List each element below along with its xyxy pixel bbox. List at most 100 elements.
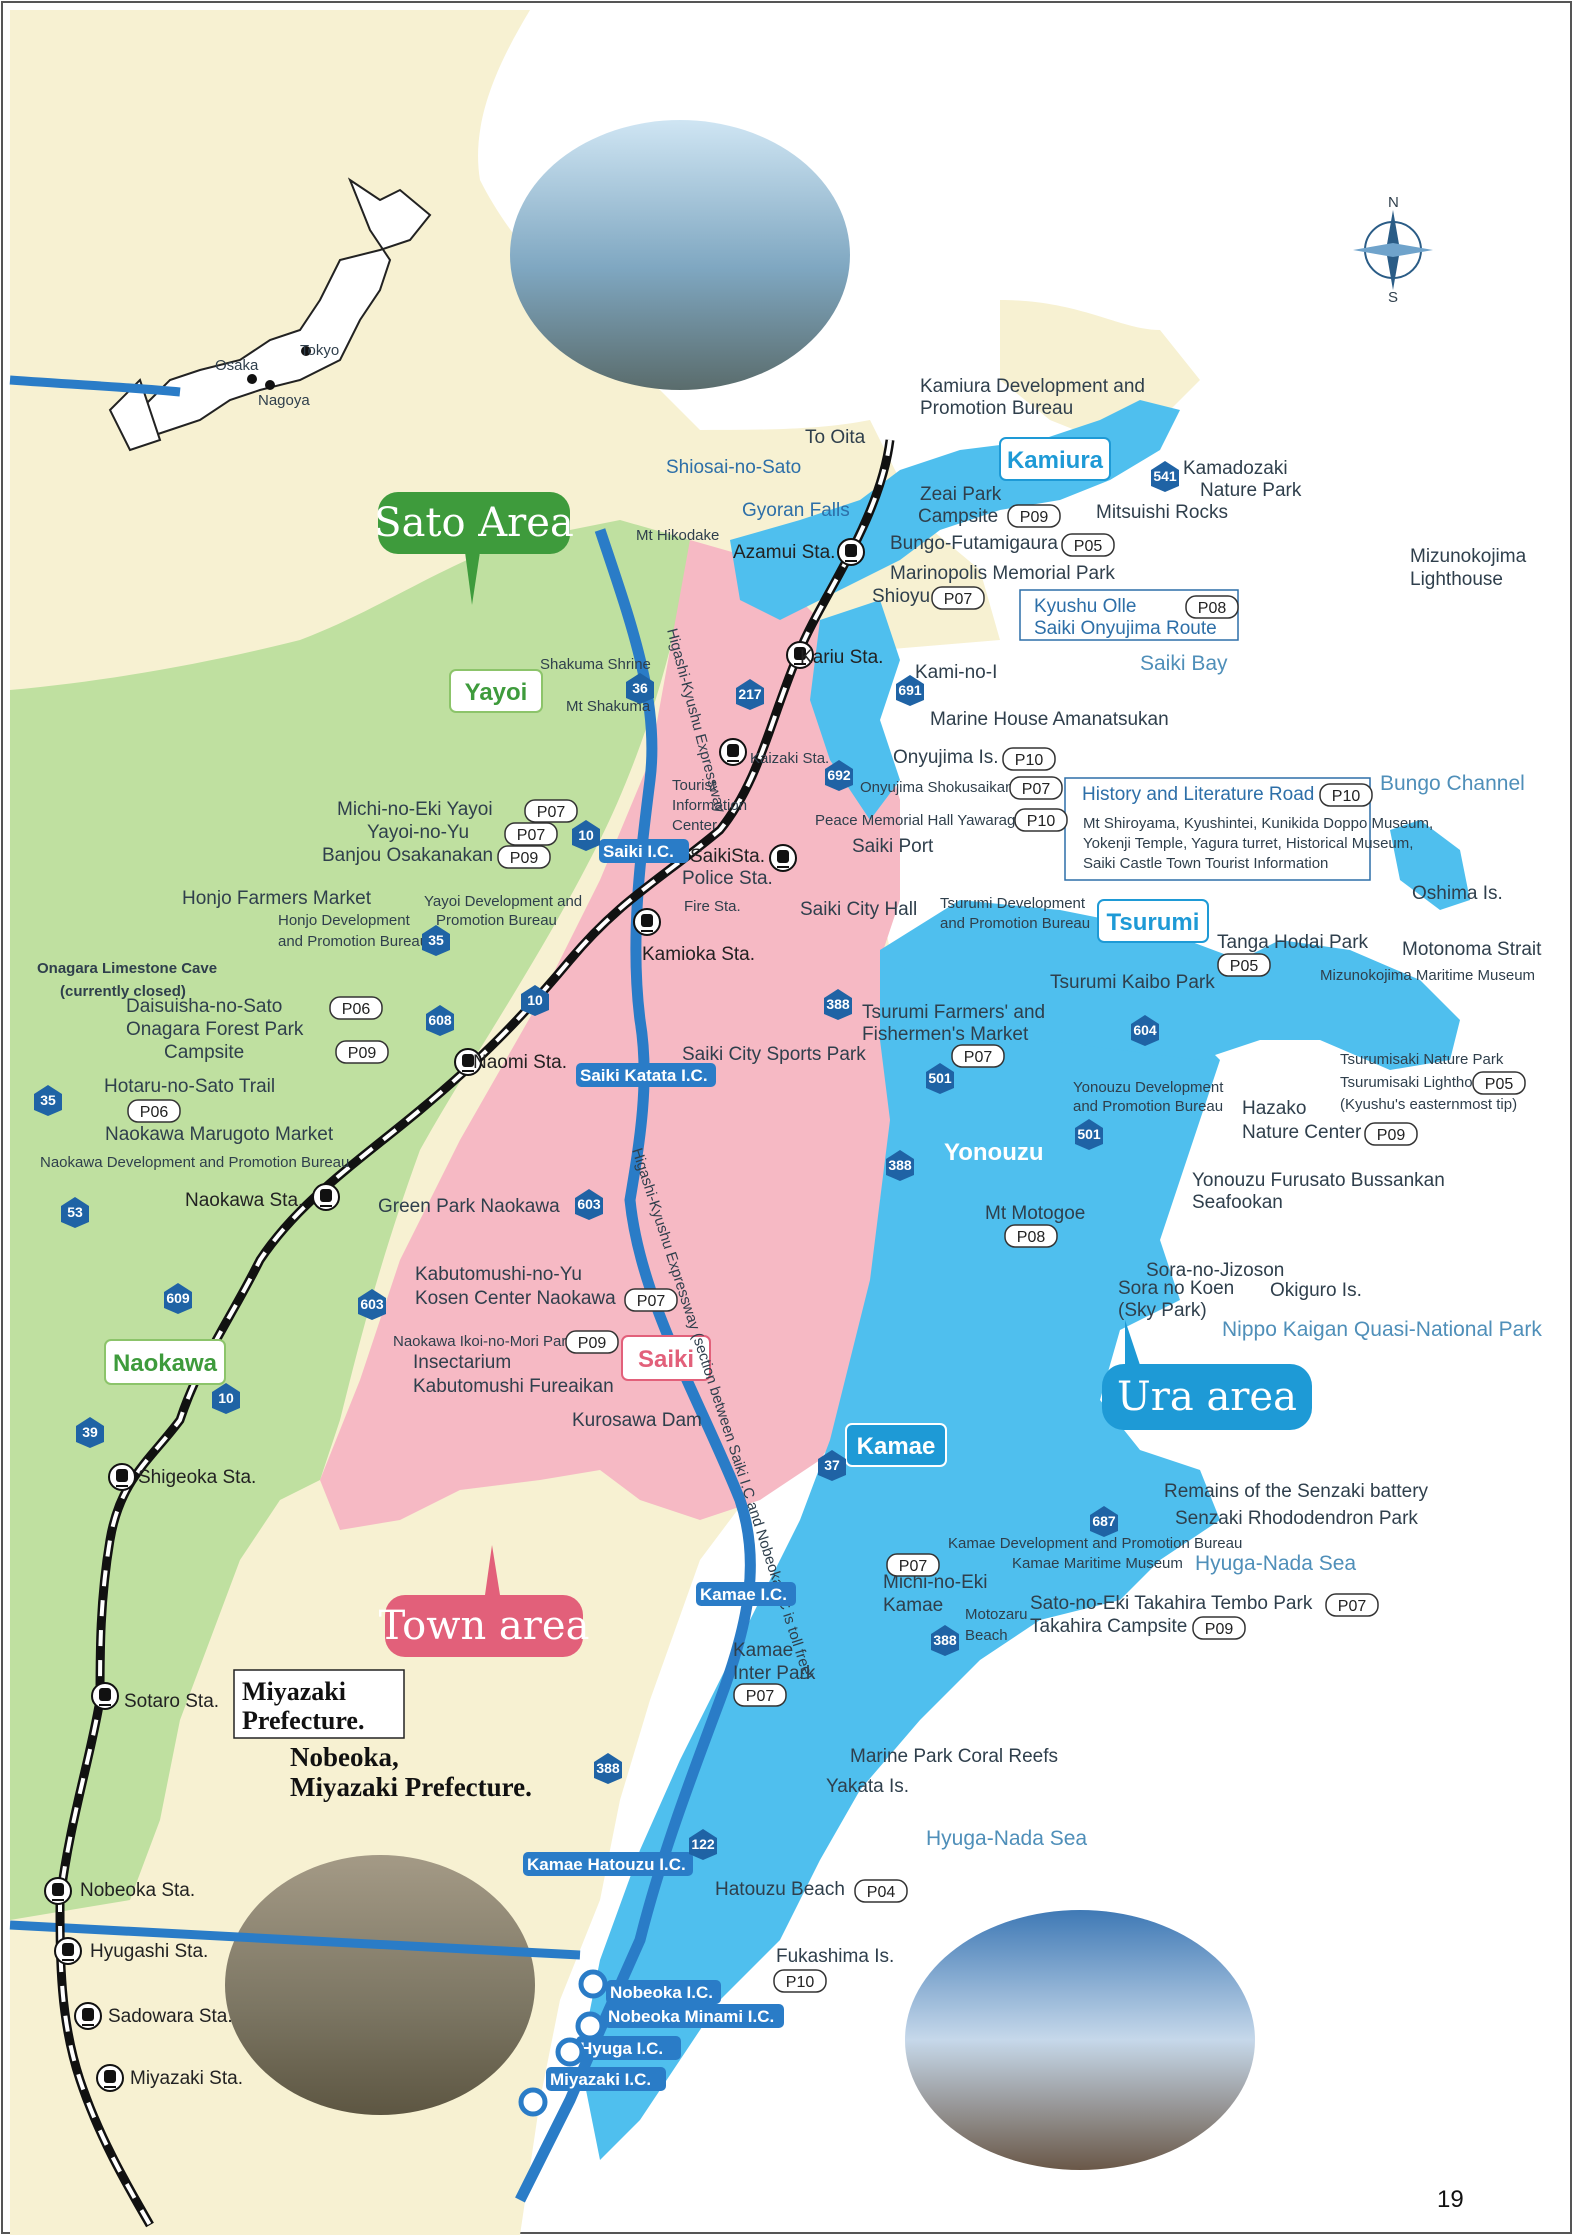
page-ref-takahira-tembo[interactable]: P07	[1325, 1593, 1379, 1617]
label-to-oita: To Oita	[805, 427, 866, 448]
page-ref-banjou[interactable]: P09	[497, 845, 551, 869]
page-ref-mt-motogoe[interactable]: P08	[1004, 1224, 1058, 1248]
history-literature-box: History and Literature Road Mt Shiroyama…	[1064, 777, 1433, 881]
page-ref-tsurumisaki-lh[interactable]: P05	[1472, 1071, 1526, 1095]
history-line-2: Yokenji Temple, Yagura turret, Historica…	[1083, 835, 1413, 852]
label-takahira-tembo: Sato-no-Eki Takahira Tembo Park	[1030, 1593, 1313, 1614]
station-icon-5	[454, 1048, 482, 1076]
tsurumi-peninsula	[880, 900, 1460, 1070]
label-mizunokojima-1: Mizunokojima	[1410, 546, 1527, 567]
label-tourist-1: Tourist	[672, 777, 717, 794]
oshima-island	[1390, 820, 1470, 910]
page-ref-kabutomushi[interactable]: P07	[624, 1288, 678, 1312]
label-zeai-1: Zeai Park	[920, 484, 1002, 505]
japan-inset	[108, 177, 432, 452]
page-ref-zeai[interactable]: P09	[1007, 504, 1061, 528]
page-ref-label-tsurumisaki-lh: P05	[1485, 1076, 1514, 1093]
ic-label-kamae: Kamae I.C.	[700, 1585, 787, 1604]
label-saiki-port: Saiki Port	[852, 836, 934, 857]
label-miyazaki-sta: Miyazaki Sta.	[130, 2068, 243, 2089]
ic-label-miyazaki: Miyazaki I.C.	[550, 2070, 651, 2089]
sato-labels: Michi-no-Eki Yayoi Yayoi-no-Yu Banjou Os…	[37, 799, 702, 1712]
label-onagara-cave-2: (currently closed)	[60, 983, 186, 1000]
page-ref-daisuisha[interactable]: P06	[329, 996, 383, 1020]
label-naokawa-dev: Naokawa Development and Promotion Bureau	[40, 1154, 349, 1171]
route-shield-10: 53	[61, 1197, 89, 1228]
station-icon-6	[312, 1183, 340, 1211]
station-icon-2	[719, 738, 747, 766]
label-tanga: Tanga Hodai Park	[1217, 932, 1369, 953]
ic-node-3	[518, 2087, 548, 2117]
page-ref-onyujima[interactable]: P10	[1002, 747, 1056, 771]
ic-label-saiki: Saiki I.C.	[603, 842, 674, 861]
station-icon-8	[91, 1682, 119, 1710]
page-ref-michi-kamae[interactable]: P07	[886, 1553, 940, 1577]
page-ref-history[interactable]: P10	[1319, 783, 1373, 807]
label-kurosawa: Kurosawa Dam	[572, 1410, 702, 1431]
station-icon-0	[837, 538, 865, 566]
label-shioyu: Shioyu	[872, 586, 930, 607]
route-shield-7: 608	[426, 1005, 454, 1036]
ic-saiki-katata: Saiki Katata I.C.	[576, 1063, 716, 1087]
sato-area-badge: Sato Area	[374, 492, 574, 605]
label-kamiura-dev-1: Kamiura Development and	[920, 376, 1145, 397]
label-campsite: Campsite	[164, 1042, 244, 1063]
label-fire: Fire Sta.	[684, 898, 741, 915]
route-shield-6: 35	[422, 925, 450, 956]
saiki-bay-coast	[810, 600, 900, 820]
page-ref-hazako[interactable]: P09	[1364, 1122, 1418, 1146]
page-ref-takahira-camp[interactable]: P09	[1192, 1616, 1246, 1640]
route-number-15: 603	[360, 1296, 384, 1312]
page-ref-yayoi-no-yu[interactable]: P07	[504, 822, 558, 846]
label-tsurumi-dev-1: Tsurumi Development	[940, 895, 1086, 912]
page-ref-label-onyujima: P10	[1015, 752, 1044, 769]
page-ref-label-takahira-tembo: P07	[1338, 1598, 1367, 1615]
page-ref-shioyu[interactable]: P07	[931, 586, 985, 610]
town-area-badge: Town area	[379, 1545, 589, 1657]
page-ref-onagara-forest[interactable]: P09	[335, 1040, 389, 1064]
page-ref-bungo-futamigaura[interactable]: P05	[1061, 533, 1115, 557]
inset-city-tokyo: Tokyo	[300, 342, 339, 359]
label-mt-shakuma: Mt Shakuma	[566, 698, 651, 715]
route-shield-1: 691	[896, 675, 924, 706]
page-ref-onyujima-shoku[interactable]: P07	[1009, 776, 1063, 800]
label-hazako-2: Nature Center	[1242, 1122, 1362, 1143]
page-ref-fukashima[interactable]: P10	[773, 1969, 827, 1993]
page-ref-peace-memorial[interactable]: P10	[1014, 808, 1068, 832]
page-ref-hatouzu[interactable]: P04	[854, 1879, 908, 1903]
page-ref-label-hatouzu: P04	[867, 1884, 896, 1901]
label-yonouzu-furusato-1: Yonouzu Furusato Bussankan	[1192, 1170, 1445, 1191]
kamae-area-name: Kamae	[857, 1433, 936, 1460]
label-honjo-dev-2: and Promotion Bureau	[278, 933, 428, 950]
station-icon-3	[769, 844, 797, 872]
label-kamadozaki-2: Nature Park	[1200, 480, 1302, 501]
route-shield-3: 36	[626, 673, 654, 704]
compass-s: S	[1388, 289, 1398, 306]
page-ref-naokawa-ikoi[interactable]: P09	[565, 1330, 619, 1354]
label-mt-motogoe: Mt Motogoe	[985, 1203, 1085, 1224]
route-number-20: 388	[888, 1157, 912, 1173]
ic-nobeoka-minami: Nobeoka Minami I.C.	[604, 2004, 784, 2028]
ic-label-hyuga: Hyuga I.C.	[580, 2039, 663, 2058]
label-sora-koen-1: Sora no Koen	[1118, 1278, 1234, 1299]
north-east-expressway	[9, 375, 181, 397]
page-ref-kyushu-olle[interactable]: P08	[1185, 595, 1239, 619]
page-ref-michi-yayoi[interactable]: P07	[524, 799, 578, 823]
photo-coast-walkers	[510, 120, 850, 390]
label-shigeoka-sta: Shigeoka Sta.	[138, 1467, 256, 1488]
label-kamiura-dev-2: Promotion Bureau	[920, 398, 1073, 419]
route-number-3: 36	[632, 680, 648, 696]
page-ref-hotaru[interactable]: P06	[127, 1099, 181, 1123]
label-kabutomushi-2: Kosen Center Naokawa	[415, 1288, 616, 1309]
label-daisuisha: Daisuisha-no-Sato	[126, 996, 282, 1017]
label-tsurumi-dev-2: and Promotion Bureau	[940, 915, 1090, 932]
page-ref-tanga[interactable]: P05	[1217, 953, 1271, 977]
route-shield-2: 217	[736, 679, 764, 710]
label-honjo-farmers: Honjo Farmers Market	[182, 888, 372, 909]
label-green-park: Green Park Naokawa	[378, 1196, 560, 1217]
page-ref-kamae-inter[interactable]: P07	[733, 1683, 787, 1707]
east-west-expressway	[9, 1920, 581, 1960]
yonouzu-area-name: Yonouzu	[944, 1139, 1044, 1166]
label-city-hall: Saiki City Hall	[800, 899, 917, 920]
page-ref-tsurumi-farmers[interactable]: P07	[951, 1044, 1005, 1068]
